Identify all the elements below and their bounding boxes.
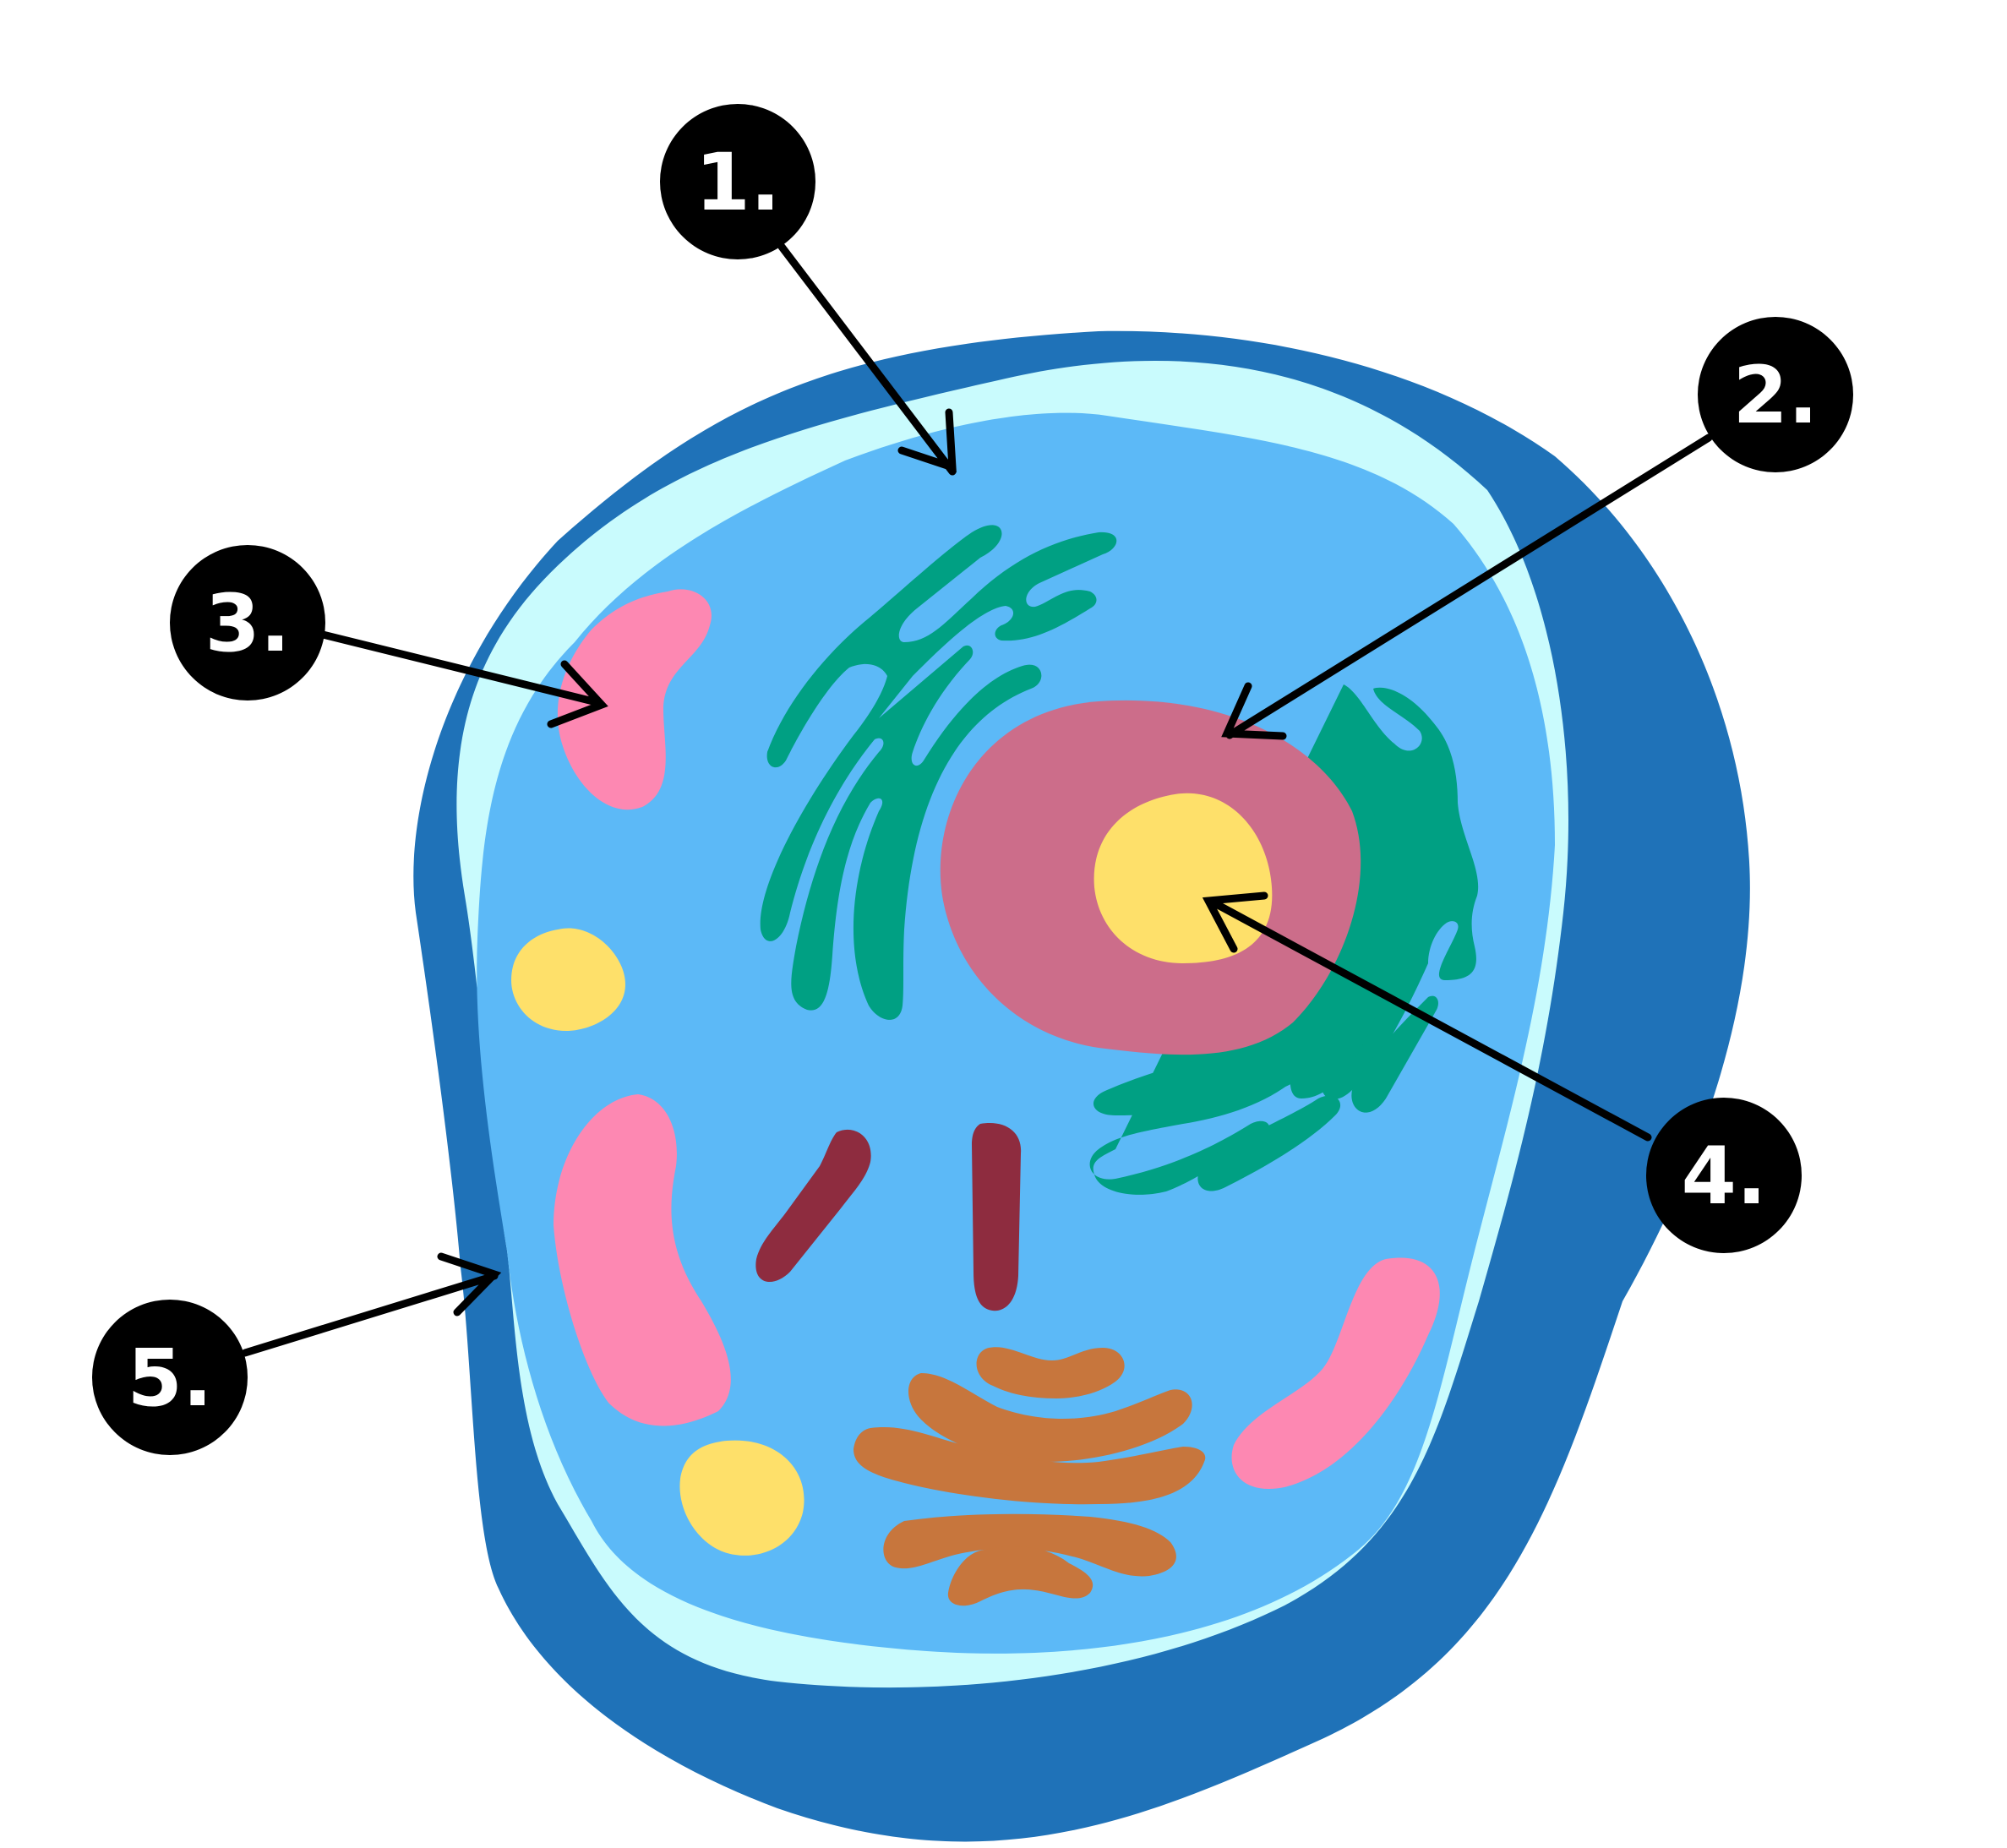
centriole [972,1123,1022,1311]
callout-label: 3. [205,578,290,670]
callout-label: 2. [1732,350,1818,442]
callout-circle [170,545,325,700]
callout-label: 1. [695,137,780,229]
callout-circle [1698,317,1853,472]
pointer-3 [319,630,608,728]
vacuole [511,928,625,1031]
mitochondrion [557,589,712,810]
callout-circle [1646,1098,1802,1253]
callout-label: 5. [127,1333,212,1425]
pointer-4 [1202,891,1652,1142]
callout-5: 5. [92,1300,248,1455]
nucleolus [1093,793,1273,963]
callout-3: 3. [170,545,325,700]
callout-circle [660,104,815,259]
golgi-apparatus [854,1347,1206,1606]
pointer-1 [777,243,957,476]
cytoplasm [477,412,1555,1654]
centriole [755,1129,871,1282]
callout-2: 2. [1698,317,1853,472]
callout-1: 1. [660,104,815,259]
callout-4: 4. [1646,1098,1802,1253]
mitochondrion [1231,1257,1440,1489]
callout-circle [92,1300,248,1455]
pointers [241,243,1713,1357]
pointer-2 [1221,433,1713,740]
mitochondrion [554,1094,731,1426]
pointer-5 [241,1252,502,1357]
callout-label: 4. [1681,1131,1766,1223]
vacuole [679,1440,804,1556]
